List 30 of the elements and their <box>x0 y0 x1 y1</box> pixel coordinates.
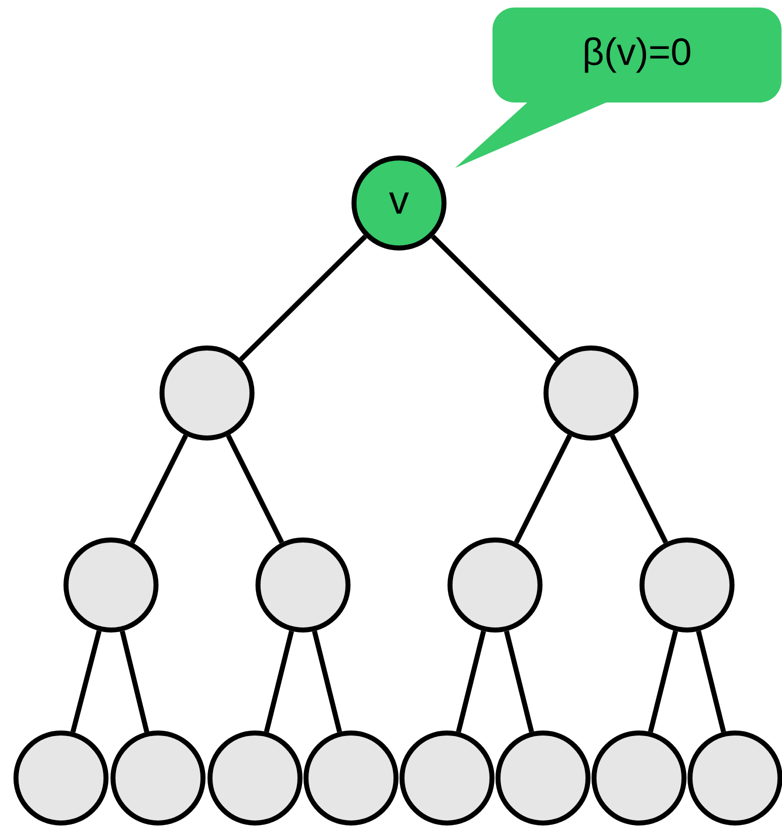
circle-node <box>110 730 206 826</box>
circle-node <box>160 346 254 440</box>
circle-node <box>64 538 158 632</box>
speech-bubble: β(v)=0 <box>455 8 782 168</box>
edge-line <box>504 630 534 733</box>
edge-line <box>431 234 559 362</box>
circle-node <box>592 730 686 826</box>
circle-node <box>640 538 734 632</box>
edge-line <box>226 434 284 544</box>
edge-line <box>456 630 486 733</box>
circle-node <box>544 346 638 440</box>
edge-line <box>610 434 668 544</box>
circle-node <box>688 730 782 826</box>
edge-line <box>239 234 367 362</box>
circle-node <box>256 538 350 632</box>
edge-line <box>120 630 150 732</box>
edge-line <box>514 434 572 544</box>
circle-node <box>14 730 108 826</box>
edge-line <box>130 434 188 544</box>
edge-line <box>264 630 294 733</box>
circle-node <box>496 730 590 826</box>
edge-line <box>312 630 342 733</box>
circle-node <box>448 538 542 632</box>
edge-line <box>696 630 726 733</box>
circle-node <box>304 730 398 826</box>
edge-line <box>648 630 678 733</box>
tree-node: v <box>352 156 446 250</box>
circle-node <box>400 730 494 826</box>
circle-node <box>208 730 302 826</box>
edge-line <box>70 630 102 733</box>
